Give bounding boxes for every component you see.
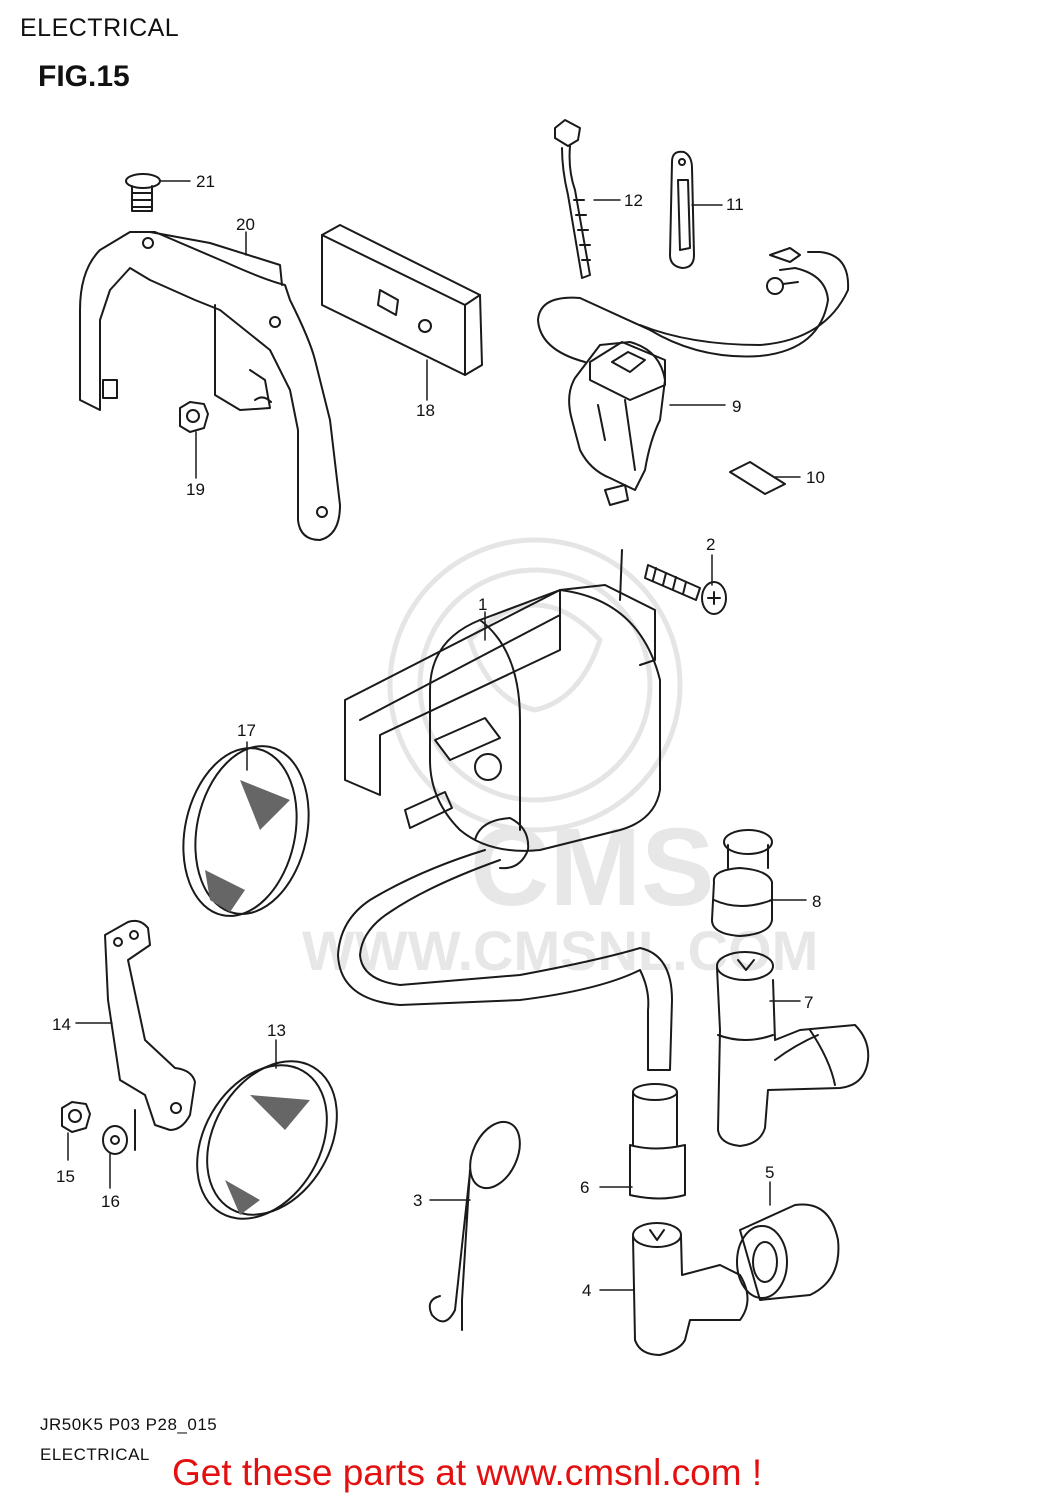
switch-icon — [537, 247, 850, 506]
diagram-code: JR50K5 P03 P28_015 — [40, 1415, 218, 1434]
callout-2: 2 — [706, 535, 715, 554]
callout-10: 10 — [806, 468, 825, 487]
nut-icon — [179, 401, 209, 433]
nut-icon — [61, 1101, 91, 1133]
figure-title: FIG.15 — [38, 60, 130, 93]
cushion-icon — [321, 224, 483, 376]
callout-5: 5 — [765, 1163, 774, 1182]
callout-7: 7 — [804, 993, 813, 1012]
plug-cap-icon — [716, 951, 870, 1147]
callout-6: 6 — [580, 1178, 589, 1197]
callout-14: 14 — [52, 1015, 71, 1034]
clamp-icon — [669, 150, 695, 269]
callout-8: 8 — [812, 892, 821, 911]
leader-lines — [67, 180, 807, 1291]
bracket-icon — [104, 919, 196, 1151]
callout-16: 16 — [101, 1192, 120, 1211]
grommet-icon — [711, 829, 773, 937]
callout-9: 9 — [732, 397, 741, 416]
cable-tie-icon — [554, 119, 591, 279]
reflector-icon — [182, 745, 310, 917]
cta-link[interactable]: Get these parts at www.cmsnl.com ! — [172, 1452, 763, 1493]
plug-cap-icon — [632, 1222, 749, 1356]
wire-clip-icon — [428, 1120, 521, 1331]
callout-13: 13 — [267, 1021, 286, 1040]
callout-numbers: 21 20 19 18 12 11 9 10 2 1 17 8 7 14 13 … — [52, 172, 825, 1300]
callout-17: 17 — [237, 721, 256, 740]
bracket-icon — [79, 231, 341, 541]
ignition-coil-icon — [337, 584, 673, 1071]
section-title: ELECTRICAL — [20, 14, 180, 42]
callout-19: 19 — [186, 480, 205, 499]
callout-11: 11 — [726, 195, 744, 214]
callout-18: 18 — [416, 401, 435, 420]
label-icon — [729, 461, 786, 495]
reflector-icon — [196, 1060, 338, 1220]
callout-4: 4 — [582, 1281, 591, 1300]
callout-12: 12 — [624, 191, 643, 210]
plug-cap-sleeve-icon — [629, 1083, 686, 1200]
callout-15: 15 — [56, 1167, 75, 1186]
callout-20: 20 — [236, 215, 255, 234]
watermark-url: WWW.CMSNL.COM — [302, 919, 818, 982]
screw-icon — [125, 173, 161, 212]
callout-1: 1 — [478, 595, 487, 614]
footer-section-label: ELECTRICAL — [40, 1445, 150, 1464]
callout-3: 3 — [413, 1191, 422, 1210]
washer-icon — [102, 1125, 128, 1155]
plug-cap-cover-icon — [736, 1203, 840, 1301]
callout-21: 21 — [196, 172, 215, 191]
